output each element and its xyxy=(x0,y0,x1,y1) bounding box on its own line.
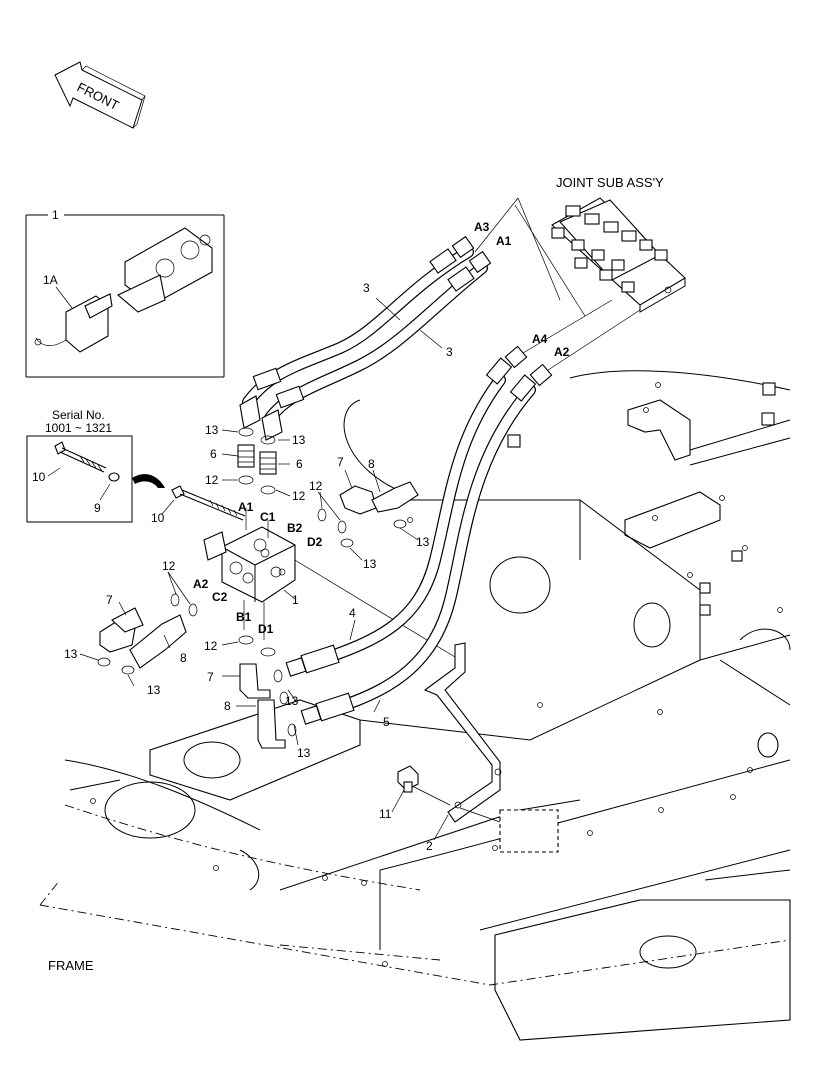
small-parts xyxy=(97,427,419,749)
inset-valve-box: 1 1A xyxy=(25,208,225,378)
inset-label-1a: 1A xyxy=(43,273,58,287)
part-5: 5 xyxy=(383,715,390,729)
part-6-a: 6 xyxy=(210,447,217,461)
part-13-c: 13 xyxy=(416,535,430,549)
frame-label: FRAME xyxy=(48,958,94,973)
part-3-upper: 3 xyxy=(363,281,370,295)
inset-label-9: 9 xyxy=(94,501,101,515)
hose-3 xyxy=(239,235,492,441)
control-valve-1 xyxy=(203,508,296,640)
part-13-e: 13 xyxy=(64,647,78,661)
frame-bolts xyxy=(90,382,783,967)
part-8-left: 8 xyxy=(180,651,187,665)
part-12-d: 12 xyxy=(162,559,176,573)
part-6-b: 6 xyxy=(296,457,303,471)
port-a4: A4 xyxy=(532,332,548,346)
inset-label-10: 10 xyxy=(32,470,46,484)
part-7-right: 7 xyxy=(337,455,344,469)
part-8-right: 8 xyxy=(368,457,375,471)
port-d2: D2 xyxy=(307,535,323,549)
port-a2-top: A2 xyxy=(554,345,570,359)
port-a1-top: A1 xyxy=(496,234,512,248)
joint-sub-assembly xyxy=(551,197,686,313)
part-12-b: 12 xyxy=(292,489,306,503)
serial-title: Serial No. xyxy=(52,408,105,422)
part-13-g: 13 xyxy=(285,694,299,708)
port-c1: C1 xyxy=(260,510,276,524)
inset-label-1: 1 xyxy=(52,208,59,222)
port-b1: B1 xyxy=(236,610,252,624)
port-b2: B2 xyxy=(287,521,303,535)
hose-4-5 xyxy=(285,345,553,725)
part-11: 11 xyxy=(379,807,392,821)
part-labels: 3 3 13 13 6 6 12 12 7 8 12 13 13 10 12 1… xyxy=(64,281,453,853)
inset-serial-box: Serial No. 1001 ~ 1321 10 9 xyxy=(26,408,165,523)
joint-fittings xyxy=(551,205,672,294)
part-13-f: 13 xyxy=(147,683,161,697)
port-a2-valve: A2 xyxy=(193,577,209,591)
port-labels: A3 A1 A4 A2 A1 C1 B2 D2 A2 C2 B1 D1 xyxy=(193,220,570,636)
part-12-c: 12 xyxy=(309,479,323,493)
joint-sub-assy-title: JOINT SUB ASS'Y xyxy=(556,175,664,190)
part-13-b: 13 xyxy=(292,433,306,447)
part-12-e: 12 xyxy=(204,639,218,653)
bolt-10 xyxy=(171,485,246,521)
front-label: FRONT xyxy=(75,79,122,113)
part-13-d: 13 xyxy=(363,557,377,571)
serial-range: 1001 ~ 1321 xyxy=(45,421,112,435)
bracket-2 xyxy=(397,642,502,823)
part-7-lower: 7 xyxy=(207,670,214,684)
part-1-valve: 1 xyxy=(292,593,299,607)
frame-nuts xyxy=(499,382,776,853)
front-arrow: FRONT xyxy=(54,61,146,129)
part-12-a: 12 xyxy=(205,473,219,487)
part-3-lower: 3 xyxy=(446,345,453,359)
part-13-h: 13 xyxy=(297,746,311,760)
machine-frame xyxy=(39,370,791,1041)
label-leaders xyxy=(79,297,449,841)
port-a3-top: A3 xyxy=(474,220,490,234)
part-10: 10 xyxy=(151,511,165,525)
part-2: 2 xyxy=(426,839,433,853)
port-c2: C2 xyxy=(212,590,228,604)
part-7-left: 7 xyxy=(106,593,113,607)
port-d1: D1 xyxy=(258,622,274,636)
part-4: 4 xyxy=(349,606,356,620)
port-a1-valve: A1 xyxy=(238,500,254,514)
callout-arrow xyxy=(132,474,165,488)
part-13-a: 13 xyxy=(205,423,219,437)
part-8-lower: 8 xyxy=(224,699,231,713)
